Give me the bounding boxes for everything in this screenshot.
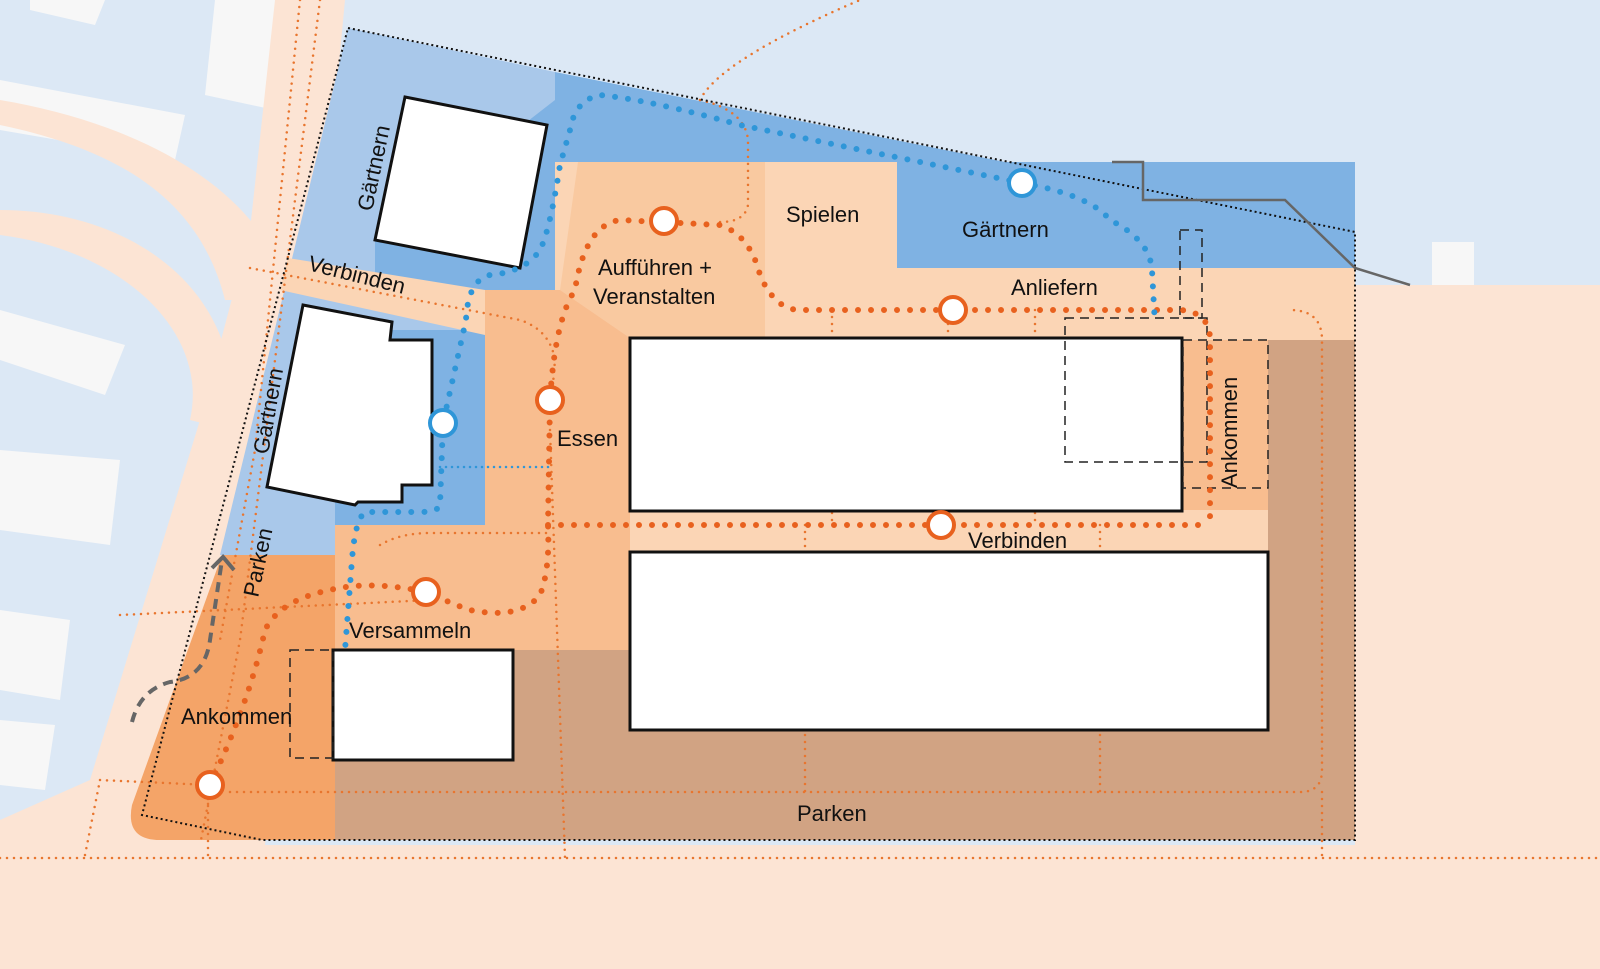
- label-verbinden-middle: Verbinden: [968, 528, 1067, 553]
- path-nodes: [195, 168, 1037, 800]
- dashed-areas: [289, 229, 1269, 759]
- buildings: [265, 95, 1270, 762]
- label-auffuehren-line1: Aufführen +: [598, 255, 712, 280]
- building-5: [331, 648, 515, 762]
- label-auffuehren-line2: Veranstalten: [593, 284, 715, 309]
- zone-parking: [335, 340, 1355, 840]
- node-gaertnern-right: [1007, 168, 1037, 198]
- node-versammeln: [411, 577, 441, 607]
- node-ankommen: [195, 770, 225, 800]
- label-versammeln: Versammeln: [349, 618, 471, 643]
- building-3: [628, 336, 1184, 513]
- building-2: [265, 303, 434, 507]
- zone-ankommen-left: [130, 555, 335, 840]
- property-line: [1112, 160, 1411, 287]
- node-verbinden: [926, 510, 956, 540]
- main-paths: [207, 91, 1213, 788]
- node-gaertnern-left: [428, 408, 458, 438]
- building-4: [628, 550, 1270, 732]
- label-essen: Essen: [557, 426, 618, 451]
- building-1: [373, 95, 549, 270]
- arrival-arrow-icon: [130, 554, 236, 723]
- label-ankommen-left: Ankommen: [181, 704, 292, 729]
- node-essen: [535, 385, 565, 415]
- node-anliefern: [938, 295, 968, 325]
- zone-verbinden-strip: [280, 258, 485, 335]
- zone-essen-versammeln: [335, 290, 630, 650]
- zone-auffuehren: [560, 162, 765, 338]
- label-spielen: Spielen: [786, 202, 859, 227]
- node-auffuehren: [649, 206, 679, 236]
- label-ankommen-right: Ankommen: [1217, 377, 1242, 488]
- label-gaertnern-top-right: Gärtnern: [962, 217, 1049, 242]
- zone-ankommen-right: [1183, 340, 1268, 510]
- label-parken-bottom: Parken: [797, 801, 867, 826]
- label-anliefern: Anliefern: [1011, 275, 1098, 300]
- site-boundary: [140, 26, 1356, 841]
- zone-mid-blue-right: [897, 162, 1355, 268]
